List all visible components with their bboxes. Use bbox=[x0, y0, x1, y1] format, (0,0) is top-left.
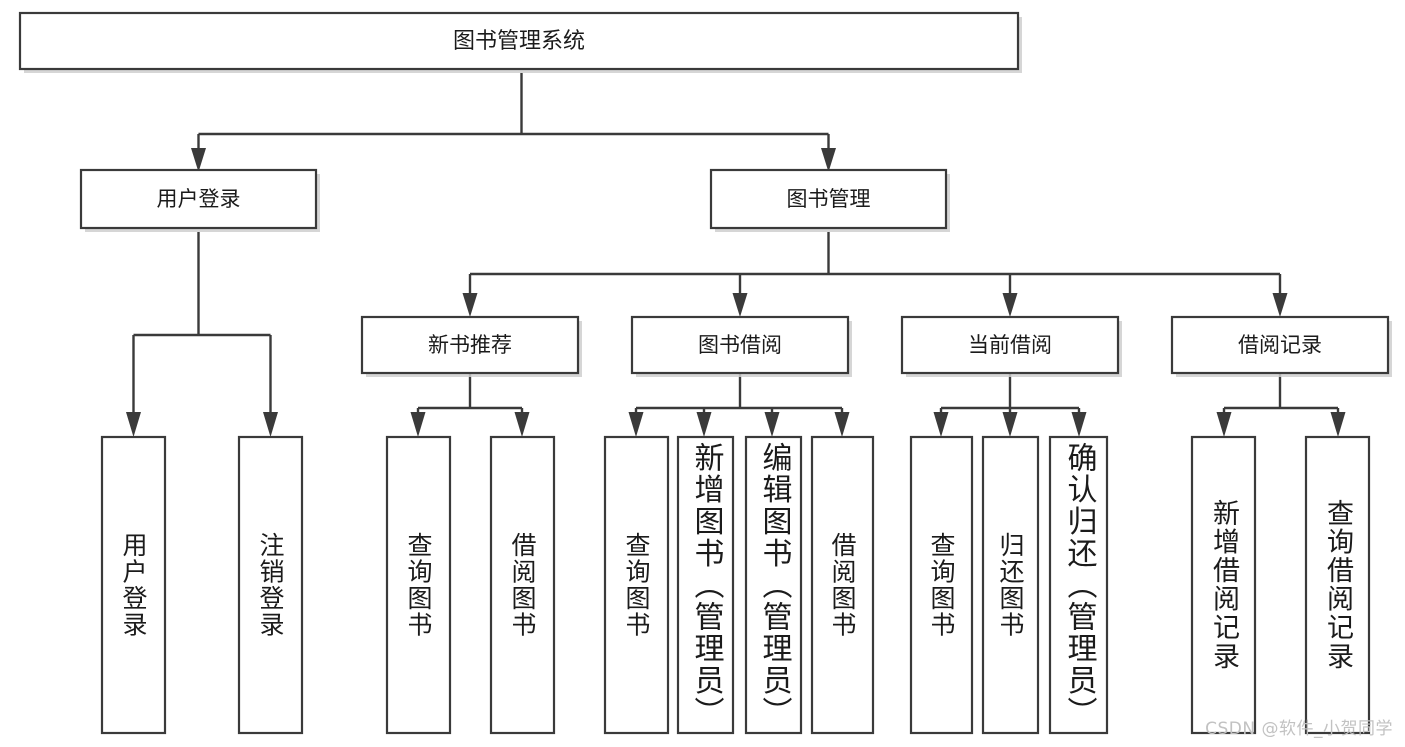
node-root-label: 图书管理系统 bbox=[453, 29, 585, 54]
arrow-currentborrow-to-leaf-1 bbox=[933, 412, 949, 437]
leaf-user-login-box[interactable] bbox=[100, 435, 167, 735]
arrow-currentborrow-to-leaf-3 bbox=[1071, 412, 1087, 437]
node-book-manage-box[interactable] bbox=[709, 168, 948, 230]
arrow-bm-to-currentborrow bbox=[1002, 293, 1018, 317]
node-new-book-recommend[interactable]: 新书推荐 bbox=[360, 315, 582, 377]
connector-group-new-book-recommend bbox=[410, 373, 530, 437]
csdn-watermark: CSDN @软件_小贺同学 bbox=[1205, 719, 1393, 739]
leaf-query-book-2-box[interactable] bbox=[603, 435, 670, 735]
arrow-bookborrow-to-leaf-1 bbox=[628, 412, 644, 437]
leaf-query-record-box[interactable] bbox=[1304, 435, 1371, 735]
connector-group-borrow-record bbox=[1216, 373, 1346, 437]
node-book-manage-label: 图书管理 bbox=[787, 187, 871, 211]
connector-group-book-borrow bbox=[628, 373, 850, 437]
node-book-borrow-label: 图书借阅 bbox=[698, 333, 782, 357]
arrow-bm-to-borrowrecord bbox=[1272, 293, 1288, 317]
leaf-query-book-3-box[interactable] bbox=[909, 435, 974, 735]
arrow-newbook-to-leaf-2 bbox=[514, 412, 530, 437]
leaf-add-book-box[interactable] bbox=[676, 435, 735, 735]
node-borrow-record[interactable]: 借阅记录 bbox=[1170, 315, 1392, 377]
node-borrow-record-box[interactable] bbox=[1170, 315, 1390, 375]
node-book-borrow-box[interactable] bbox=[630, 315, 850, 375]
leaf-box-group bbox=[100, 435, 1371, 735]
connector-group-current-borrow bbox=[933, 373, 1087, 437]
leaf-edit-book-box[interactable] bbox=[744, 435, 803, 735]
node-current-borrow[interactable]: 当前借阅 bbox=[900, 315, 1122, 377]
arrow-bm-to-bookborrow bbox=[732, 293, 748, 317]
node-user-login-label: 用户登录 bbox=[157, 187, 241, 211]
leaf-query-book-1-box[interactable] bbox=[385, 435, 452, 735]
arrow-currentborrow-to-leaf-2 bbox=[1002, 412, 1018, 437]
arrow-borrowrecord-to-leaf-2 bbox=[1330, 412, 1346, 437]
node-borrow-record-label: 借阅记录 bbox=[1238, 333, 1322, 357]
arrow-root-to-book-manage bbox=[821, 148, 836, 172]
node-current-borrow-box[interactable] bbox=[900, 315, 1120, 375]
node-new-book-recommend-box[interactable] bbox=[360, 315, 580, 375]
node-user-login-box[interactable] bbox=[79, 168, 318, 230]
leaf-logout-login-box[interactable] bbox=[237, 435, 304, 735]
node-new-book-recommend-label: 新书推荐 bbox=[428, 333, 512, 357]
leaf-borrow-book-1-box[interactable] bbox=[489, 435, 556, 735]
node-book-manage[interactable]: 图书管理 bbox=[709, 168, 950, 232]
node-root[interactable]: 图书管理系统 bbox=[18, 11, 1022, 73]
arrow-bookborrow-to-leaf-4 bbox=[834, 412, 850, 437]
node-book-borrow[interactable]: 图书借阅 bbox=[630, 315, 852, 377]
node-current-borrow-label: 当前借阅 bbox=[968, 333, 1052, 357]
leaf-confirm-return-box[interactable] bbox=[1048, 435, 1109, 735]
arrow-borrowrecord-to-leaf-1 bbox=[1216, 412, 1232, 437]
node-user-login[interactable]: 用户登录 bbox=[79, 168, 320, 232]
leaf-add-record-box[interactable] bbox=[1190, 435, 1257, 735]
arrow-newbook-to-leaf-1 bbox=[410, 412, 426, 437]
arrow-bookborrow-to-leaf-2 bbox=[696, 412, 712, 437]
arrow-user-login-to-leaf-2 bbox=[263, 412, 278, 437]
arrow-bm-to-newbook bbox=[462, 293, 478, 317]
leaf-return-book-box[interactable] bbox=[981, 435, 1040, 735]
arrow-user-login-to-leaf-1 bbox=[126, 412, 141, 437]
arrow-bookborrow-to-leaf-3 bbox=[764, 412, 780, 437]
arrow-root-to-user-login bbox=[191, 148, 206, 172]
node-root-box[interactable] bbox=[18, 11, 1020, 71]
connector-group-book-manage bbox=[462, 232, 1288, 317]
leaf-borrow-book-2-box[interactable] bbox=[810, 435, 875, 735]
connector-group-root bbox=[191, 73, 836, 172]
connector-group-user-login bbox=[126, 232, 278, 437]
